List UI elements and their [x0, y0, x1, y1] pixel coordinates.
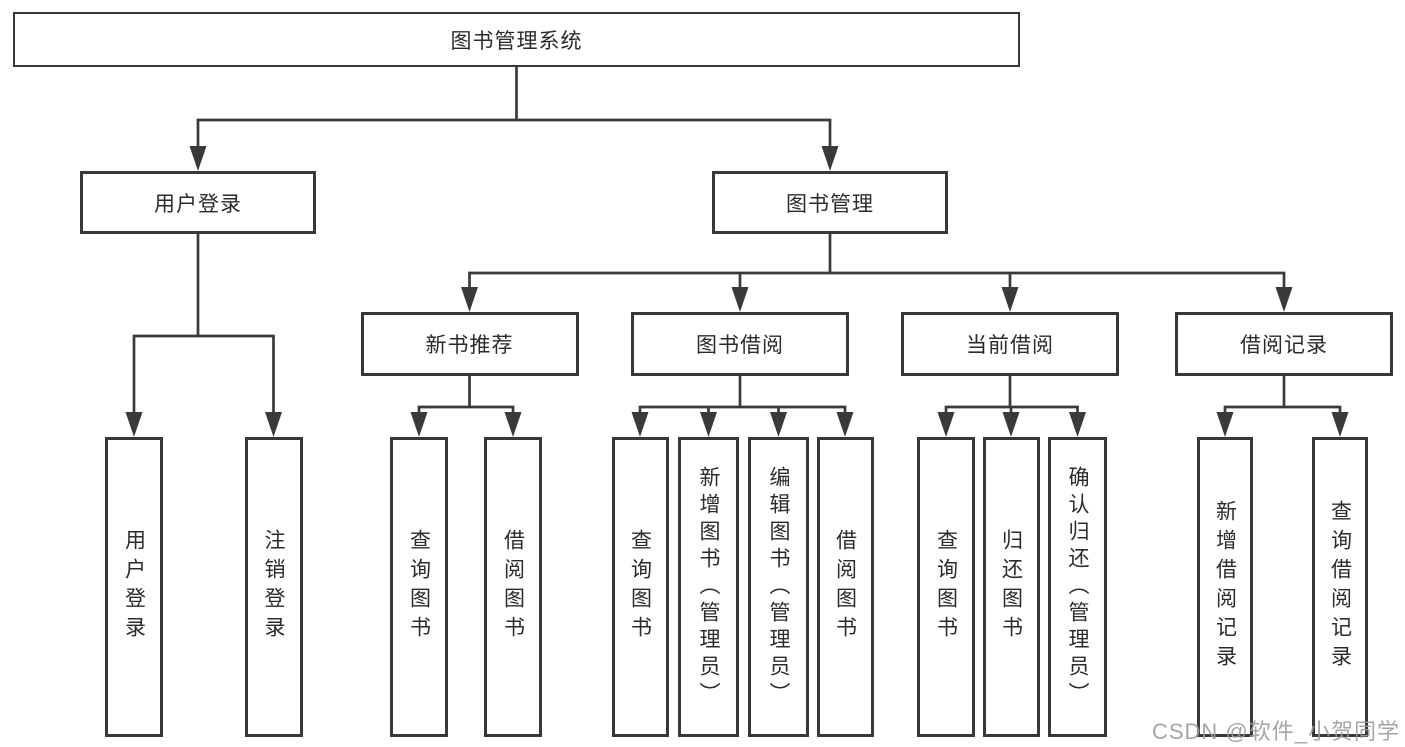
leaf-query-book-under-recommend: 查询图书	[390, 437, 448, 737]
leaf-return-book: 归还图书	[982, 437, 1040, 737]
leaf-borrow-book-label: 借阅图书	[833, 529, 857, 645]
leaf-add-borrow-record-label: 新增借阅记录	[1213, 500, 1237, 674]
node-book-borrow: 图书借阅	[631, 312, 849, 376]
leaf-borrow-book-under-recommend: 借阅图书	[484, 437, 542, 737]
root-node-label: 图书管理系统	[450, 29, 583, 53]
node-new-book-recommend: 新书推荐	[360, 312, 579, 376]
node-book-management-label: 图书管理	[786, 192, 874, 216]
node-current-borrow-label: 当前借阅	[966, 334, 1054, 357]
leaf-add-borrow-record: 新增借阅记录	[1197, 437, 1253, 737]
node-borrow-records-label: 借阅记录	[1240, 334, 1328, 357]
connector-current-borrow-children	[937, 376, 1086, 437]
connector-borrow-records-children	[1216, 376, 1349, 437]
leaf-borrow-book-label: 借阅图书	[501, 529, 525, 645]
leaf-query-book-label: 查询图书	[407, 529, 431, 645]
leaf-logout: 注销登录	[244, 437, 303, 737]
connector-book-borrow-children	[631, 376, 854, 437]
leaf-query-book-under-borrow: 查询图书	[611, 437, 669, 737]
node-borrow-records: 借阅记录	[1175, 312, 1393, 376]
connector-new-book-rec-children	[410, 376, 522, 437]
leaf-edit-book-admin-label: 编辑图书（管理员）	[767, 465, 790, 709]
leaf-query-book-under-current: 查询图书	[917, 437, 975, 737]
leaf-confirm-return-admin-label: 确认归还（管理员）	[1066, 465, 1089, 709]
leaf-query-borrow-record-label: 查询借阅记录	[1328, 500, 1352, 674]
root-node-library-system: 图书管理系统	[13, 12, 1020, 67]
leaf-edit-book-admin: 编辑图书（管理员）	[748, 437, 809, 737]
node-book-management: 图书管理	[712, 171, 948, 234]
leaf-add-book-admin: 新增图书（管理员）	[678, 437, 739, 737]
connector-user-login-children	[125, 233, 282, 437]
leaf-confirm-return-admin: 确认归还（管理员）	[1048, 437, 1107, 737]
node-new-book-recommend-label: 新书推荐	[425, 334, 514, 357]
node-current-borrow: 当前借阅	[901, 312, 1119, 376]
leaf-return-book-label: 归还图书	[999, 529, 1023, 645]
node-user-login-label: 用户登录	[154, 192, 242, 216]
leaf-query-book-label: 查询图书	[628, 529, 652, 645]
leaf-borrow-book-under-borrow: 借阅图书	[816, 437, 874, 737]
node-user-login: 用户登录	[80, 171, 316, 234]
leaf-query-borrow-record: 查询借阅记录	[1312, 437, 1368, 737]
csdn-watermark: CSDN @软件_小贺同学	[1151, 719, 1400, 744]
leaf-user-login: 用户登录	[105, 437, 163, 737]
connector-root-to-level2	[189, 66, 839, 171]
leaf-logout-label: 注销登录	[262, 529, 285, 645]
leaf-query-book-label: 查询图书	[934, 529, 958, 645]
node-book-borrow-label: 图书借阅	[696, 334, 784, 357]
connector-book-mgmt-children	[461, 233, 1293, 312]
leaf-user-login-label: 用户登录	[122, 529, 146, 645]
leaf-add-book-admin-label: 新增图书（管理员）	[697, 465, 720, 709]
